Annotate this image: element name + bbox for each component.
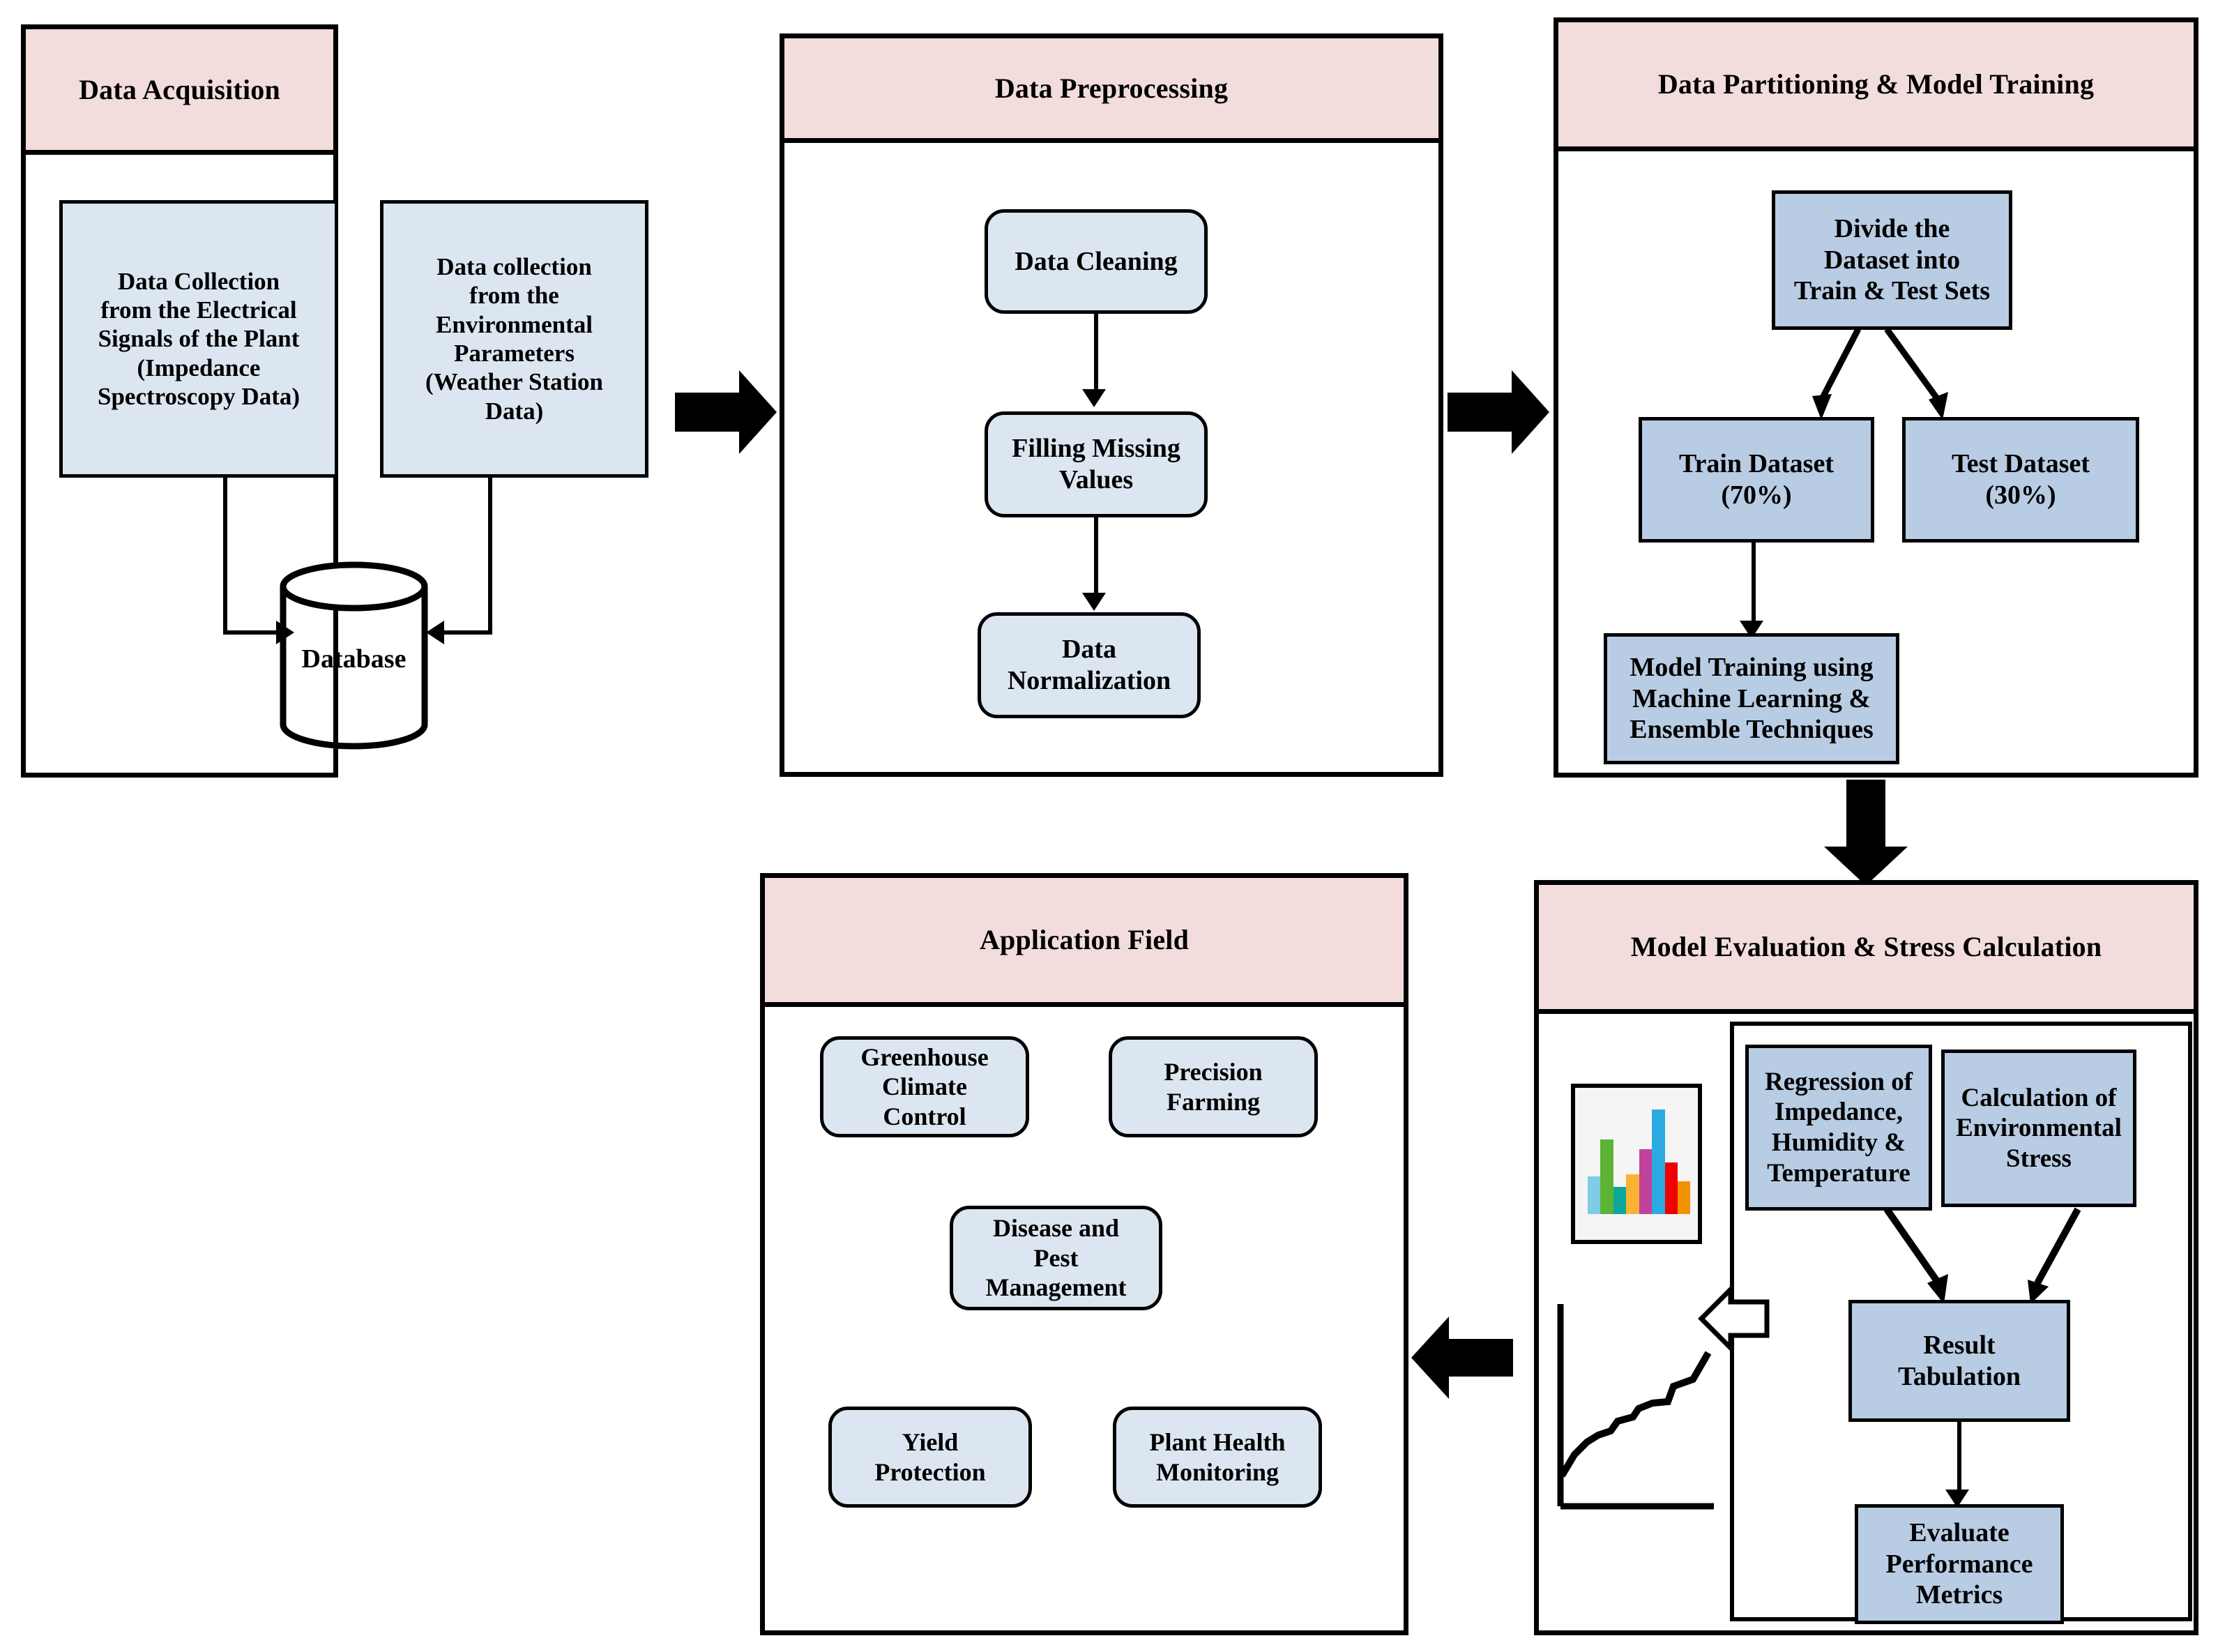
node-test-dataset[interactable]: Test Dataset (30%) xyxy=(1902,417,2139,543)
block-arrow-partitioning-to-evaluation xyxy=(1820,780,1912,886)
connector-result-to-metrics xyxy=(1957,1422,1961,1499)
node-plant-health-monitoring[interactable]: Plant Health Monitoring xyxy=(1113,1407,1322,1508)
node-yield-protection[interactable]: Yield Protection xyxy=(828,1407,1032,1508)
node-electrical-signals[interactable]: Data Collection from the Electrical Sign… xyxy=(59,200,338,478)
hollow-arrow-left-icon xyxy=(1697,1287,1772,1351)
node-calculation-environmental-stress[interactable]: Calculation of Environmental Stress xyxy=(1941,1049,2136,1207)
mini-line-chart xyxy=(1549,1297,1731,1527)
node-model-training[interactable]: Model Training using Machine Learning & … xyxy=(1604,633,1899,764)
node-result-tabulation[interactable]: Result Tabulation xyxy=(1848,1300,2070,1422)
block-arrow-acquisition-to-preprocessing xyxy=(675,366,777,458)
database-icon xyxy=(280,561,428,750)
connector-cleaning-to-filling xyxy=(1094,314,1098,397)
mini-bar-item xyxy=(1664,1162,1678,1214)
node-greenhouse-climate-control[interactable]: Greenhouse Climate Control xyxy=(820,1036,1029,1137)
panel-title: Application Field xyxy=(979,924,1190,955)
connector-divide-to-train-test xyxy=(1812,328,1948,420)
panel-header-application-field: Application Field xyxy=(765,878,1404,1007)
connector-into-result-tabulation xyxy=(1883,1207,2081,1304)
mini-bar-item xyxy=(1652,1109,1665,1214)
connector-train-to-model-training xyxy=(1752,543,1756,630)
panel-title: Data Acquisition xyxy=(79,73,280,105)
arrowhead-data-normalization xyxy=(1082,593,1106,611)
panel-header-model-evaluation: Model Evaluation & Stress Calculation xyxy=(1539,885,2194,1014)
node-environmental-parameters[interactable]: Data collection from the Environmental P… xyxy=(380,200,648,478)
mini-bar-item xyxy=(1587,1176,1601,1214)
arrowhead-filling-missing-values xyxy=(1082,389,1106,407)
database-label: Database xyxy=(301,644,407,674)
node-regression-impedance[interactable]: Regression of Impedance, Humidity & Temp… xyxy=(1745,1045,1932,1211)
node-filling-missing-values[interactable]: Filling Missing Values xyxy=(985,411,1208,517)
panel-data-partitioning-model-training: Data Partitioning & Model Training xyxy=(1554,17,2198,778)
node-disease-pest-management[interactable]: Disease and Pest Management xyxy=(950,1206,1162,1310)
connector-environmental-to-database-vertical xyxy=(488,478,492,632)
node-data-normalization[interactable]: Data Normalization xyxy=(978,612,1201,718)
connector-electrical-to-database-horizontal xyxy=(223,630,279,635)
panel-title: Data Preprocessing xyxy=(994,72,1229,104)
mini-bar-item xyxy=(1677,1181,1691,1214)
block-arrow-evaluation-to-application xyxy=(1410,1311,1513,1404)
mini-bar-series xyxy=(1587,1109,1691,1214)
block-arrow-preprocessing-to-partitioning xyxy=(1448,366,1549,458)
arrowhead-into-database-right xyxy=(426,621,444,644)
node-precision-farming[interactable]: Precision Farming xyxy=(1109,1036,1318,1137)
line-series xyxy=(1558,1351,1712,1478)
mini-bar-item xyxy=(1626,1174,1639,1214)
node-data-cleaning[interactable]: Data Cleaning xyxy=(985,209,1208,314)
node-evaluate-performance-metrics[interactable]: Evaluate Performance Metrics xyxy=(1855,1504,2064,1624)
panel-header-data-acquisition: Data Acquisition xyxy=(26,29,333,155)
connector-electrical-to-database-vertical xyxy=(223,478,227,632)
node-train-dataset[interactable]: Train Dataset (70%) xyxy=(1639,417,1874,543)
panel-title: Data Partitioning & Model Training xyxy=(1657,68,2095,100)
panel-header-data-partitioning: Data Partitioning & Model Training xyxy=(1558,22,2194,151)
mini-bar-item xyxy=(1613,1186,1627,1214)
connector-environmental-to-database-horizontal xyxy=(444,630,492,635)
panel-title: Model Evaluation & Stress Calculation xyxy=(1630,931,2102,962)
panel-application-field: Application Field xyxy=(760,873,1408,1635)
mini-line-chart-svg xyxy=(1557,1304,1714,1510)
mini-bar-chart xyxy=(1571,1084,1702,1244)
connector-filling-to-normalization xyxy=(1094,517,1098,601)
database-cylinder: Database xyxy=(279,561,429,750)
mini-bar-item xyxy=(1600,1139,1613,1214)
node-divide-dataset[interactable]: Divide the Dataset into Train & Test Set… xyxy=(1772,190,2012,330)
mini-bar-item xyxy=(1639,1149,1653,1214)
panel-header-data-preprocessing: Data Preprocessing xyxy=(784,38,1438,143)
